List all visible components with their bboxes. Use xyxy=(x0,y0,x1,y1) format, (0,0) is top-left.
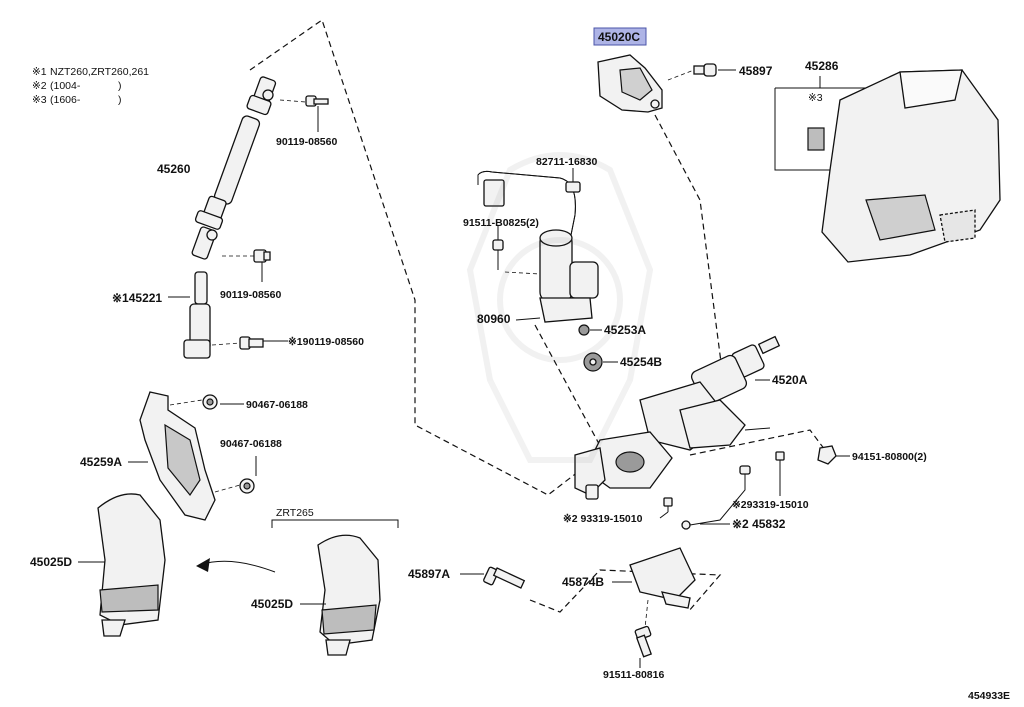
leader-80960 xyxy=(534,324,606,456)
bolt-190119 xyxy=(211,336,288,350)
upper-cover-45286 xyxy=(774,69,1001,263)
label-94151[interactable]: 94151-80800(2) xyxy=(852,451,927,463)
highlight-45020C xyxy=(593,27,647,46)
note-3-close: ) xyxy=(118,94,122,106)
bolt-90119-a xyxy=(279,95,329,132)
label-82711[interactable]: 82711-16830 xyxy=(536,156,597,168)
label-zrt265: ZRT265 xyxy=(276,507,314,519)
label-90467-a[interactable]: 90467-06188 xyxy=(246,399,308,411)
label-190119[interactable]: ※190119-08560 xyxy=(288,336,364,348)
sensor-45832 xyxy=(681,465,751,530)
part-45020C-housing xyxy=(597,54,663,113)
label-45025D-b[interactable]: 45025D xyxy=(251,597,293,611)
label-91511-80816[interactable]: 91511-80816 xyxy=(603,669,664,681)
label-45259A[interactable]: 45259A xyxy=(80,455,122,469)
note-2-close: ) xyxy=(118,80,122,92)
bolt-90119-b xyxy=(222,249,271,282)
group-outline-upper xyxy=(249,19,601,496)
clip-82711 xyxy=(565,168,581,193)
bolt-45897A xyxy=(460,566,526,589)
motor-80960 xyxy=(477,170,599,323)
zrt265-bracket xyxy=(271,519,399,528)
bolt-91511-b0825 xyxy=(492,226,541,275)
label-45260[interactable]: 45260 xyxy=(157,162,191,176)
arrow-head xyxy=(196,558,210,572)
label-45832[interactable]: ※2 45832 xyxy=(732,517,786,531)
label-90119-a[interactable]: 90119-08560 xyxy=(276,136,337,148)
label-45254B[interactable]: 45254B xyxy=(620,355,662,369)
label-80960[interactable]: 80960 xyxy=(477,312,511,326)
bolt-91511-80816 xyxy=(634,599,653,668)
label-45897A[interactable]: 45897A xyxy=(408,567,450,581)
clip-90467-a xyxy=(169,394,244,410)
leader-94151 xyxy=(689,429,826,456)
gear-45254B xyxy=(583,352,618,372)
cover-45259A xyxy=(128,391,216,521)
leader-45020C xyxy=(654,114,723,371)
label-45897[interactable]: 45897 xyxy=(739,64,773,78)
label-45020C[interactable]: 45020C xyxy=(598,30,640,44)
note-2-mark: ※2 xyxy=(32,80,47,92)
note-2-text: (1004- xyxy=(50,80,81,92)
label-45025D-a[interactable]: 45025D xyxy=(30,555,72,569)
note-1-mark: ※1 xyxy=(32,66,47,78)
nut-94151 xyxy=(817,445,850,465)
label-91511-b0825[interactable]: 91511-B0825(2) xyxy=(463,217,539,229)
note-3-text: (1606- xyxy=(50,94,81,106)
label-93319-b[interactable]: ※2 93319-15010 xyxy=(563,513,643,525)
intermediate-shaft-45260 xyxy=(191,76,277,260)
shaft-145221 xyxy=(168,271,211,359)
label-45253A[interactable]: 45253A xyxy=(604,323,646,337)
screw-45897 xyxy=(667,63,736,81)
nut-45253A xyxy=(578,324,602,336)
label-90119-b[interactable]: 90119-08560 xyxy=(220,289,281,301)
screw-93319-a xyxy=(775,451,785,496)
column-assembly-4520A xyxy=(574,335,781,500)
label-90467-b[interactable]: 90467-06188 xyxy=(220,438,282,450)
note-1-text: NZT260,ZRT260,261 xyxy=(50,66,149,78)
screw-93319-b xyxy=(659,497,673,519)
label-45286-note: ※3 xyxy=(808,92,823,104)
group-outline-lower xyxy=(529,569,722,613)
arrow-curve xyxy=(199,560,276,573)
watermark-emblem xyxy=(466,152,654,463)
label-45874B[interactable]: 45874B xyxy=(562,575,604,589)
label-93319-a[interactable]: ※293319-15010 xyxy=(732,499,809,511)
label-4520A[interactable]: 4520A xyxy=(772,373,808,387)
lower-cover-45025D-a xyxy=(78,493,166,637)
bracket-45874B xyxy=(612,547,696,609)
note-3-mark: ※3 xyxy=(32,94,47,106)
label-145221[interactable]: ※145221 xyxy=(112,291,162,305)
model-notes: ※1 NZT260,ZRT260,261 ※2 (1004- ) ※3 (160… xyxy=(32,66,149,106)
figure-id: 454933E xyxy=(968,690,1010,702)
label-45286[interactable]: 45286 xyxy=(805,59,839,73)
lower-cover-45025D-b xyxy=(300,534,381,656)
clip-90467-b xyxy=(214,456,257,494)
